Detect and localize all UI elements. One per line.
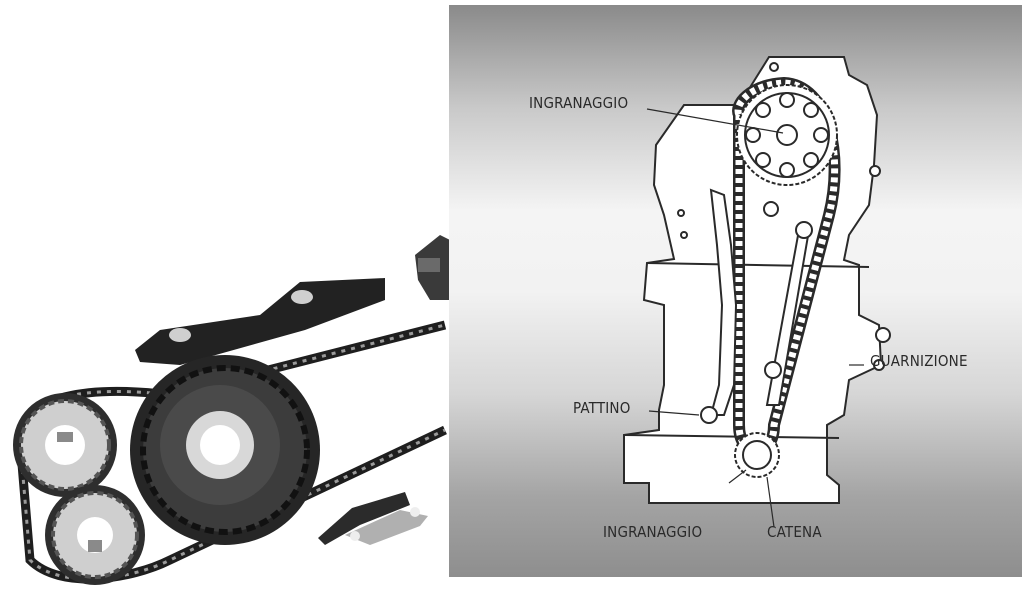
sprocket-crank bbox=[130, 355, 320, 545]
engine-timing-diagram bbox=[623, 56, 891, 528]
lower-guide bbox=[318, 492, 428, 545]
label-bottom-sprocket: INGRANAGGIO bbox=[603, 523, 703, 541]
label-chain: CATENA bbox=[767, 523, 822, 541]
label-gasket: GUARNIZIONE bbox=[870, 352, 968, 370]
tensioner-part bbox=[415, 235, 450, 300]
sprocket-upper-left bbox=[13, 393, 117, 497]
chain-guide-shoe bbox=[709, 188, 738, 416]
timing-kit-photo bbox=[13, 235, 450, 585]
tensioner-arm bbox=[764, 221, 813, 406]
camshaft-sprocket bbox=[736, 84, 838, 186]
diagram-panel: INGRANAGGIO GUARNIZIONE PATTINO INGRANAG… bbox=[449, 5, 1022, 577]
cover-bolts bbox=[677, 62, 891, 371]
guide-pivot bbox=[700, 406, 718, 424]
label-top-sprocket: INGRANAGGIO bbox=[529, 94, 629, 112]
crankshaft-sprocket bbox=[734, 432, 780, 478]
leader-lines bbox=[646, 108, 864, 528]
sprocket-lower-left bbox=[45, 485, 145, 585]
label-shoe: PATTINO bbox=[573, 399, 631, 417]
upper-guide-rail bbox=[135, 278, 385, 365]
